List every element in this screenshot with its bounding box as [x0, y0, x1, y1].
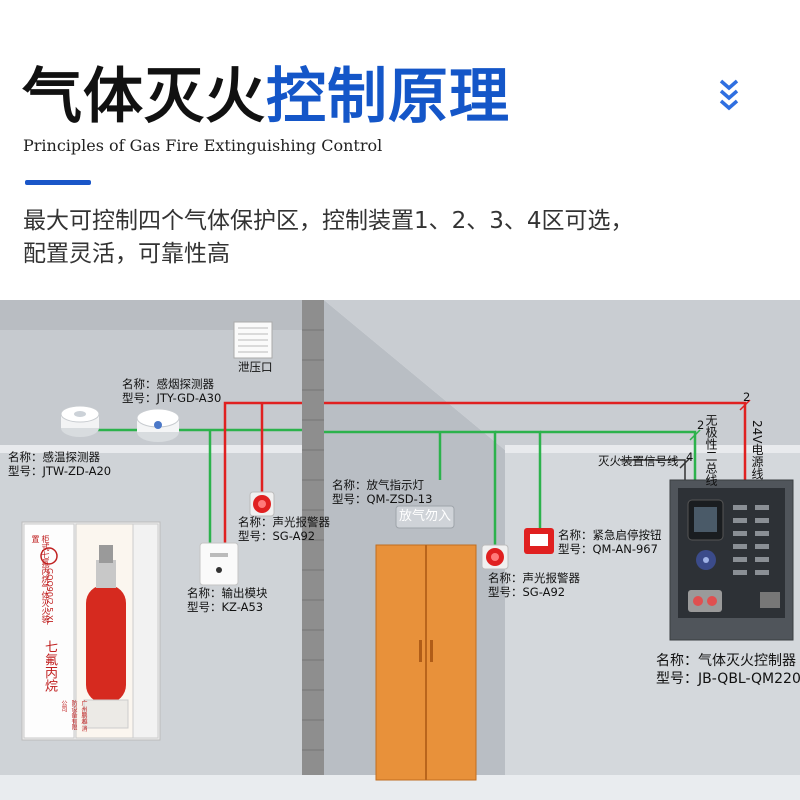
chevrons-down-icon [719, 79, 739, 111]
divider-pillar [302, 300, 324, 800]
heat-detector-model: 型号：JTW-ZD-A20 [8, 464, 112, 478]
bus-line-label: 无极性二总线 [704, 414, 718, 486]
header: 气体灭火控制原理 Principles of Gas Fire Extingui… [0, 0, 800, 300]
description-line-2: 配置灵活，可靠性高 [23, 241, 230, 267]
description-line-1: 最大可控制四个气体保护区，控制装置1、2、3、4区可选， [23, 208, 634, 234]
smoke-detector-icon [136, 408, 180, 442]
door-sign-text: 放气勿入 [398, 509, 451, 524]
controller-model: 型号：JB-QBL-QM220 [656, 671, 800, 687]
alarm-left-model: 型号：SG-A92 [238, 529, 316, 543]
cabinet-side-text: 柜式七氟丙烷气体灭火装置 [31, 535, 50, 623]
alarm-left-name: 名称：声光报警器 [238, 515, 330, 529]
right-room-ceiling [324, 300, 800, 450]
cabinet-agent-text: 七氟丙烷 [42, 640, 57, 692]
accent-bar [25, 180, 91, 185]
signal-line-label: 灭火装置信号线 [598, 454, 679, 468]
relief-vent-label: 泄压口 [238, 360, 273, 374]
alarm-right-model: 型号：SG-A92 [488, 585, 566, 599]
controller-name: 名称：气体灭火控制器 [656, 653, 796, 669]
signal-count-label: 4 [686, 450, 694, 464]
gas-extinguisher-cabinet [21, 521, 161, 741]
smoke-detector-model: 型号：JTY-GD-A30 [122, 391, 222, 405]
cabinet-model-text: GQQ90/2.5-XL [45, 568, 54, 625]
output-module-model: 型号：KZ-A53 [187, 600, 264, 614]
emergency-button-model: 型号：QM-AN-967 [558, 542, 658, 556]
output-module-icon [199, 542, 239, 586]
power-line-label: 24V电源线 [750, 420, 764, 480]
title-blue-part: 控制原理 [266, 62, 510, 132]
protected-area-door [375, 544, 477, 781]
indicator-lamp-model: 型号：QM-ZSD-13 [332, 492, 433, 506]
power-count-label: 2 [743, 390, 751, 404]
indicator-lamp-name: 名称：放气指示灯 [332, 478, 424, 492]
output-module-name: 名称：输出模块 [187, 586, 268, 600]
smoke-detector-name: 名称：感烟探测器 [122, 377, 214, 391]
alarm-right-icon [481, 544, 509, 570]
page-subtitle: Principles of Gas Fire Extinguishing Con… [23, 136, 383, 155]
alarm-left-icon [249, 491, 275, 517]
right-room-band [505, 445, 800, 453]
cabinet-maker-text: 广州鹏越 消防设备有限公司 [60, 700, 87, 732]
emergency-button-name: 名称：紧急启停按钮 [558, 528, 662, 542]
heat-detector-name: 名称：感温探测器 [8, 450, 100, 464]
heat-detector-icon [60, 405, 100, 437]
page-title: 气体灭火控制原理 [22, 62, 510, 132]
pillar-bricks [302, 329, 324, 751]
diagram-scene [0, 300, 800, 800]
title-dark-part: 气体灭火 [22, 62, 266, 132]
left-room-band [0, 445, 302, 453]
description: 最大可控制四个气体保护区，控制装置1、2、3、4区可选， 配置灵活，可靠性高 [23, 205, 703, 271]
wires [80, 401, 747, 545]
bus-count-label: 2 [697, 418, 705, 432]
alarm-right-name: 名称：声光报警器 [488, 571, 580, 585]
gas-controller-icon [669, 479, 794, 641]
gas-indicator-lamp [395, 505, 455, 529]
emergency-button-icon [524, 528, 554, 554]
